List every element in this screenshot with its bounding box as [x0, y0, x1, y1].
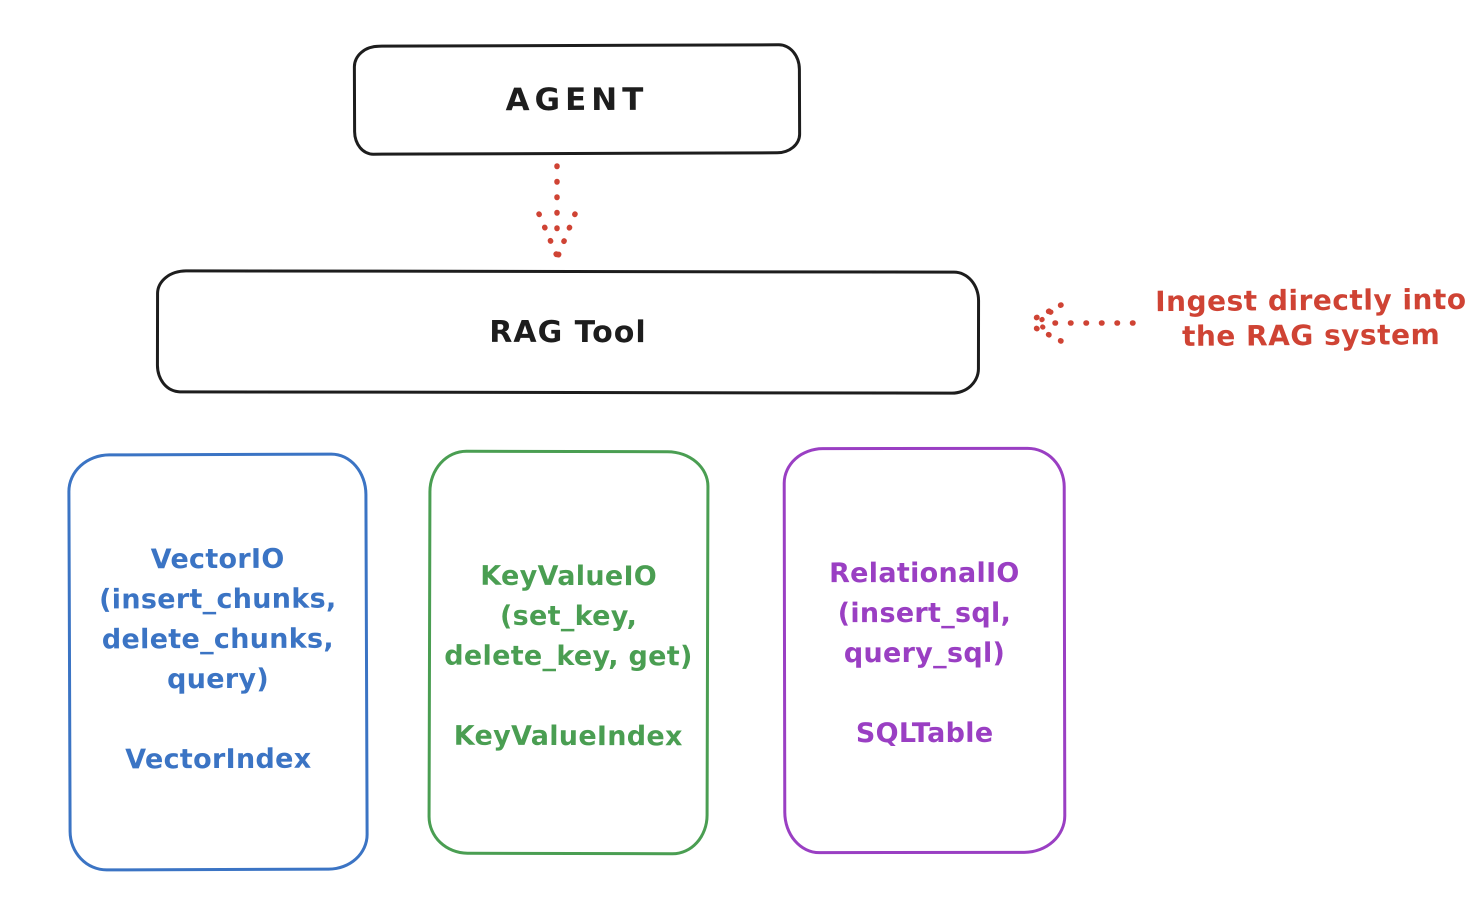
- keyvalue-io-box: KeyValueIO (set_key, delete_key, get) Ke…: [427, 449, 710, 856]
- keyvalue-index-label: KeyValueIndex: [453, 720, 683, 753]
- vector-io-title: VectorIO: [150, 543, 285, 576]
- relational-io-params-line-2: query_sql): [843, 637, 1006, 670]
- relational-io-params-line-1: (insert_sql,: [837, 597, 1012, 630]
- relational-io-box: RelationalIO (insert_sql, query_sql) SQL…: [782, 446, 1067, 855]
- vector-io-params-line-1: (insert_chunks,: [99, 583, 337, 616]
- rag-tool-label: RAG Tool: [489, 314, 647, 350]
- sql-table-label: SQLTable: [855, 717, 994, 750]
- keyvalue-io-text: KeyValueIO (set_key, delete_key, get) Ke…: [431, 453, 707, 758]
- vector-index-label: VectorIndex: [125, 743, 312, 776]
- agent-label: AGENT: [505, 81, 649, 118]
- dotted-arrow-left-icon: [1023, 302, 1136, 344]
- ingest-annotation: Ingest directly into the RAG system: [1138, 282, 1484, 354]
- relational-io-title: RelationalIO: [829, 557, 1020, 590]
- vector-io-params-line-3: query): [167, 663, 270, 696]
- keyvalue-io-params-line-2: delete_key, get): [444, 640, 693, 673]
- vector-io-box: VectorIO (insert_chunks, delete_chunks, …: [67, 452, 369, 872]
- annotation-line-1: Ingest directly into: [1155, 282, 1467, 319]
- rag-tool-box: RAG Tool: [155, 269, 981, 395]
- dotted-arrow-down-icon: [536, 163, 578, 259]
- keyvalue-io-title: KeyValueIO: [480, 560, 658, 593]
- annotation-line-2: the RAG system: [1181, 318, 1441, 353]
- vector-io-params-line-2: delete_chunks,: [101, 623, 335, 656]
- agent-box: AGENT: [352, 43, 802, 156]
- keyvalue-io-params-line-1: (set_key,: [499, 600, 638, 633]
- relational-io-text: RelationalIO (insert_sql, query_sql) SQL…: [786, 450, 1064, 754]
- vector-io-text: VectorIO (insert_chunks, delete_chunks, …: [70, 455, 365, 780]
